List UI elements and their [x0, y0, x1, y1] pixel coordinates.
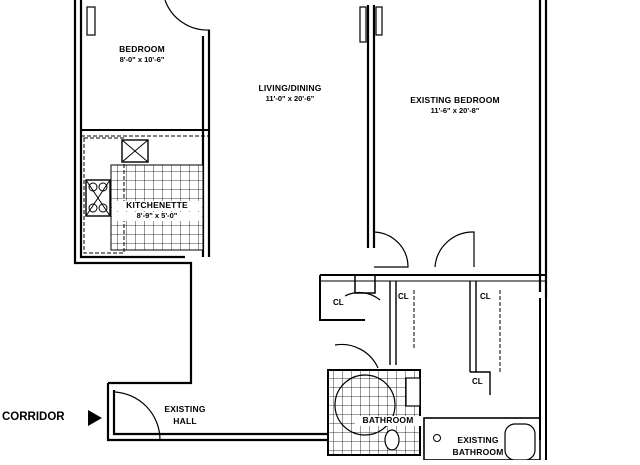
existing-bedroom-dims: 11'-6" x 20'-8" — [430, 106, 480, 115]
bathroom-area — [327, 369, 541, 461]
closets-and-partitions — [319, 274, 547, 460]
existing-hall-name: EXISTING — [164, 404, 206, 414]
corridor-label: CORRIDOR — [2, 411, 65, 423]
closet-label: CL — [333, 298, 344, 307]
closet-label: CL — [472, 377, 483, 386]
existing-bathroom-name2: BATHROOM — [452, 447, 504, 457]
existing-bathroom-name: EXISTING — [457, 435, 499, 445]
kitchenette-name: KITCHENETTE — [112, 200, 202, 211]
kitchenette-area — [83, 137, 204, 254]
living-dining-name: LIVING/DINING — [258, 83, 322, 93]
closet-label: CL — [480, 292, 491, 301]
existing-hall-name2: HALL — [173, 416, 197, 426]
corridor-arrow — [88, 410, 102, 426]
bedroom-kitchen-partition — [81, 129, 209, 137]
bedroom-dims: 8'-0" x 10'-6" — [119, 55, 165, 64]
bathroom-name: BATHROOM — [355, 415, 421, 426]
walls — [73, 0, 548, 442]
closet-label: CL — [398, 292, 409, 301]
windows — [86, 6, 383, 43]
existing-bedroom-name: EXISTING BEDROOM — [410, 95, 500, 105]
kitchenette-dims: 8'-9" x 5'-0" — [112, 211, 202, 221]
bedroom-name: BEDROOM — [119, 44, 165, 54]
living-dining-dims: 11'-0" x 20'-6" — [265, 94, 315, 103]
